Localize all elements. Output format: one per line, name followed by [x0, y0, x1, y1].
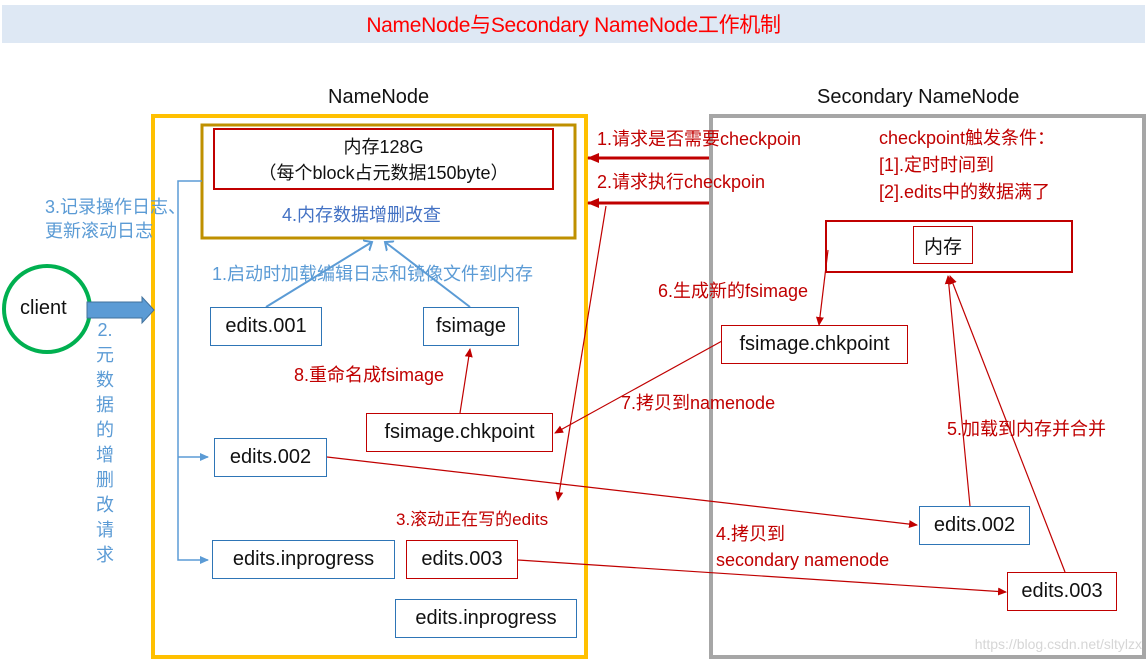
rename-label: 8.重命名成fsimage — [294, 365, 445, 385]
title-bar: NameNode与Secondary NameNode工作机制 — [2, 5, 1145, 43]
log-record-label: 3.记录操作日志、 更新滚动日志 — [45, 197, 187, 241]
metadata-request-label: 2. 元 数 据 的 增 删 改 请 求 — [96, 320, 114, 565]
checkpoint-trigger-conditions: checkpoint触发条件： [1].定时时间到 [2].edits中的数据满… — [879, 128, 1056, 202]
fsimage-box: fsimage — [423, 307, 519, 346]
memory-block-note: （每个block占元数据150byte） — [258, 163, 509, 183]
request-checkpoint-label: 1.请求是否需要checkpoin — [597, 129, 802, 149]
memory-capacity: 内存128G — [343, 137, 424, 157]
edits-003-box: edits.003 — [406, 540, 518, 579]
copy-to-namenode-label: 7.拷贝到namenode — [621, 393, 776, 413]
edits-001-box: edits.001 — [210, 307, 322, 346]
secondary-edits-003-box: edits.003 — [1007, 572, 1117, 611]
load-and-merge-label: 5.加载到内存并合并 — [947, 419, 1107, 439]
diagram-title: NameNode与Secondary NameNode工作机制 — [366, 14, 781, 37]
secondary-namenode-frame — [709, 114, 1146, 659]
generate-fsimage-label: 6.生成新的fsimage — [658, 281, 809, 301]
secondary-namenode-label: Secondary NameNode — [817, 86, 1020, 108]
edits-inprogress-box: edits.inprogress — [212, 540, 395, 579]
secondary-edits-002-box: edits.002 — [919, 506, 1030, 545]
edits-inprogress-new-box: edits.inprogress — [395, 599, 577, 638]
client-label: client — [20, 297, 67, 319]
namenode-frame — [151, 114, 588, 659]
copy-to-secondary-label: 4.拷贝到 secondary namenode — [716, 524, 890, 570]
namenode-memory-box: 内存128G （每个block占元数据150byte） — [213, 128, 554, 190]
watermark: https://blog.csdn.net/sltylzx — [974, 636, 1142, 652]
load-on-startup-label: 1.启动时加载编辑日志和镜像文件到内存 — [212, 264, 534, 284]
namenode-label: NameNode — [328, 86, 430, 108]
execute-checkpoint-label: 2.请求执行checkpoin — [597, 172, 766, 192]
client-request-arrow — [86, 295, 155, 325]
secondary-fsimage-chkpoint-box: fsimage.chkpoint — [721, 325, 908, 364]
namenode-fsimage-chkpoint-box: fsimage.chkpoint — [366, 413, 553, 452]
memory-ops-label: 4.内存数据增删改查 — [282, 205, 442, 225]
edits-002-box: edits.002 — [214, 438, 327, 477]
roll-edits-label: 3.滚动正在写的edits — [396, 510, 549, 529]
secondary-memory-box: 内存 — [913, 226, 973, 264]
